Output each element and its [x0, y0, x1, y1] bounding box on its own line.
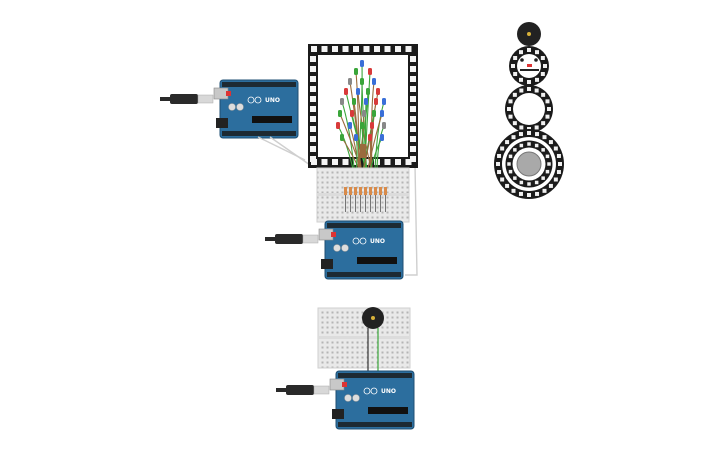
piezo-buzzer[interactable] [362, 307, 384, 378]
snowman-neopixel[interactable] [494, 22, 564, 199]
arduino-uno-1[interactable] [159, 79, 299, 139]
resistor-icon [344, 187, 387, 212]
usb-cable-icon [275, 384, 330, 396]
gray-wires [257, 136, 418, 276]
neopixel-ring-icon [505, 85, 553, 133]
usb-cable-icon [159, 93, 214, 105]
breadboard-1[interactable] [316, 167, 410, 223]
arduino-uno-icon [329, 370, 415, 430]
arduino-uno-3[interactable] [275, 370, 415, 430]
arduino-uno-icon [213, 79, 299, 139]
usb-cable-icon [264, 233, 319, 245]
arduino-uno-icon [318, 220, 404, 280]
arduino-uno-2[interactable] [264, 220, 404, 280]
